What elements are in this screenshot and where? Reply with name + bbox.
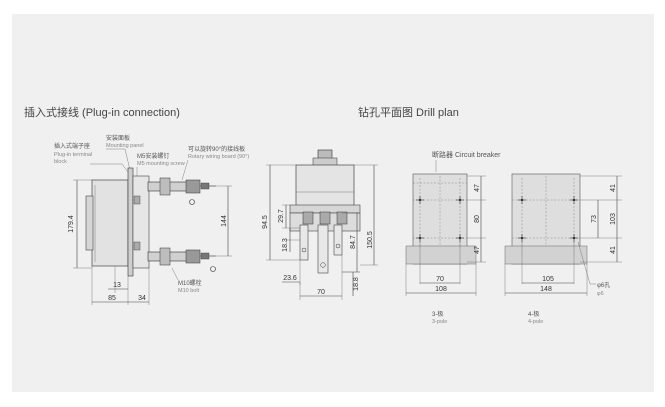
label-panel-en: Mounting panel <box>106 143 144 149</box>
label-rotary-en: Rotary wiring board (90°) <box>188 154 249 160</box>
side-view-drawing: 插入式端子座 Plug-in terminal block 安装面板 Mount… <box>54 134 249 305</box>
dim-18-8: 18.8 <box>353 277 360 291</box>
dim-144: 144 <box>221 215 228 227</box>
label-screw-en: M5 mounting screw <box>137 161 185 167</box>
drill-plan-title: 钻孔平面图 Drill plan <box>358 107 459 119</box>
dim-4pole-73: 73 <box>591 215 598 223</box>
label-rotary-cn: 可以旋转90°的接线板 <box>188 145 245 153</box>
dim-4pole-41-bottom: 41 <box>610 246 617 254</box>
dim-3pole-47-top: 47 <box>474 184 481 192</box>
label-screw-cn: M5安装螺钉 <box>137 152 169 160</box>
dim-4pole-41-top: 41 <box>610 184 617 192</box>
hole-note-1: φ6孔 <box>597 281 610 289</box>
caption-4-pole-en: 4-pole <box>528 319 543 325</box>
dim-4pole-105: 105 <box>542 276 554 283</box>
dim-84-7: 84.7 <box>350 235 357 249</box>
label-panel-cn: 安装面板 <box>106 134 130 142</box>
dim-18-3: 18.3 <box>282 238 289 252</box>
dim-4pole-148: 148 <box>540 286 552 293</box>
dim-29-7: 29.7 <box>278 209 285 223</box>
hole-note-2: φ6 <box>597 291 604 297</box>
label-bolt-cn: M10螺栓 <box>178 279 202 287</box>
dim-3pole-80: 80 <box>474 215 481 223</box>
dim-85: 85 <box>108 295 116 302</box>
dim-94-5: 94.5 <box>262 215 269 229</box>
label-circuit-breaker: 断路器 Circuit breaker <box>432 150 501 159</box>
drill-plan-3-pole: 47 80 47 70 108 3-极 3-pole <box>405 173 486 325</box>
plugin-connection-title: 插入式接线 (Plug-in connection) <box>24 107 180 119</box>
dim-3pole-108: 108 <box>435 286 447 293</box>
label-bolt-en: M10 bolt <box>178 288 200 294</box>
label-terminal-en2: block <box>54 159 67 165</box>
dim-150-5: 150.5 <box>367 231 374 249</box>
dim-4pole-103: 103 <box>610 213 617 225</box>
dim-34: 34 <box>138 295 146 302</box>
dim-3pole-47-bottom: 47 <box>474 246 481 254</box>
label-terminal-cn: 插入式端子座 <box>54 142 90 150</box>
dim-3pole-70: 70 <box>436 276 444 283</box>
caption-3-pole-en: 3-pole <box>432 319 447 325</box>
dim-70-front: 70 <box>317 289 325 296</box>
dim-13: 13 <box>113 282 121 289</box>
caption-3-pole-cn: 3-极 <box>432 310 443 318</box>
caption-4-pole-cn: 4-极 <box>528 310 539 318</box>
drill-plan-4-pole: 73 41 103 41 105 148 φ6孔 φ6 4-极 4-pole <box>504 173 622 325</box>
dim-23-6: 23.6 <box>283 275 297 282</box>
front-view-drawing: 94.5 29.7 18.3 84.7 150.5 23.6 <box>262 149 378 300</box>
dim-179-4: 179.4 <box>68 215 75 233</box>
label-terminal-en1: Plug-in terminal <box>54 152 92 158</box>
